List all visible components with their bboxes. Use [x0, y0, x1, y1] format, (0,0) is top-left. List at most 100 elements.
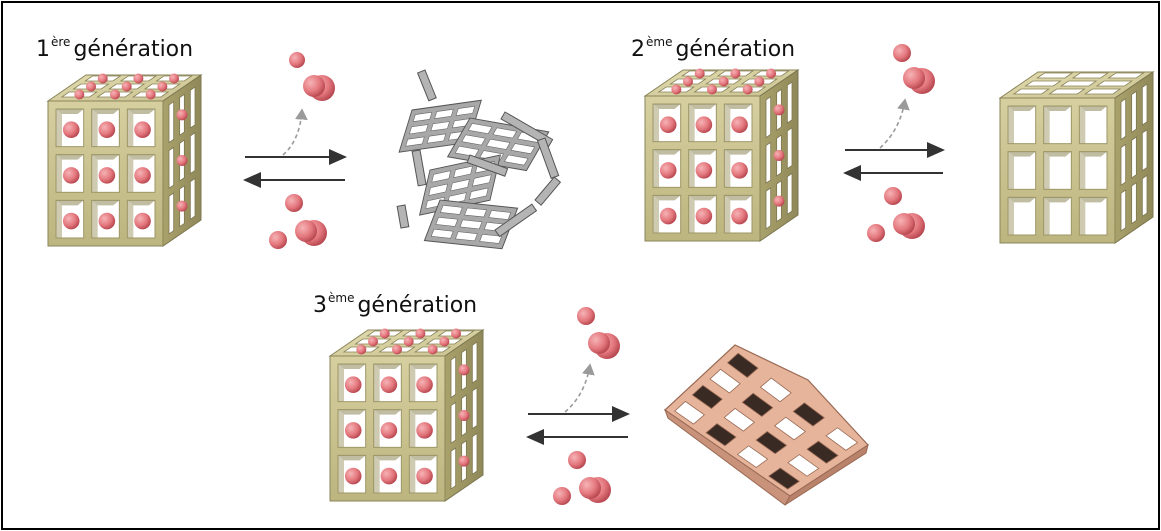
guest-molecule [568, 451, 586, 469]
guest-molecule [730, 68, 741, 79]
lattice-pore [792, 402, 825, 427]
lattice-pore [709, 368, 741, 394]
framework-rod [534, 176, 562, 206]
guest-molecule [344, 467, 362, 485]
guest-molecule [379, 328, 390, 339]
guest-molecule [451, 328, 462, 339]
guest-molecule [121, 81, 132, 92]
guest-molecule [269, 231, 287, 249]
guest-molecule [295, 220, 317, 242]
guest-molecule [97, 73, 108, 84]
empty-framework-cube-gen2 [998, 71, 1155, 244]
guest-molecule [145, 89, 156, 100]
guest-molecule [893, 44, 911, 62]
lattice-pore [759, 377, 792, 403]
generation-1-word: génération [73, 37, 194, 62]
guest-molecule [134, 167, 151, 184]
guest-molecule [695, 207, 713, 225]
guest-molecule [98, 121, 116, 139]
guest-molecules-gen3 [553, 307, 620, 505]
lattice-pore [787, 454, 820, 477]
framework-rod [494, 203, 538, 238]
guest-molecule [285, 194, 303, 212]
guest-molecule [98, 167, 116, 184]
guest-molecule [577, 307, 595, 325]
guest-molecule [867, 224, 885, 242]
lattice-pore [755, 431, 788, 455]
guest-molecule [893, 213, 915, 235]
equilibrium-arrows-gen3 [526, 363, 630, 445]
framework-cube-gen1 [46, 73, 203, 247]
guest-molecule [134, 212, 151, 230]
guest-molecule [903, 67, 925, 89]
lattice-pore [806, 440, 839, 464]
generation-1-suffix: ère [51, 35, 71, 49]
guest-molecule [458, 410, 470, 421]
guest-molecules-gen2 [867, 44, 935, 242]
guest-molecule [86, 81, 97, 92]
guest-molecule [110, 89, 120, 100]
lattice-pore [691, 384, 723, 410]
guest-molecule [62, 212, 80, 230]
guest-molecule [884, 187, 902, 205]
guest-molecule [773, 104, 785, 116]
guest-molecule [754, 76, 765, 87]
guest-molecule [683, 76, 694, 87]
guest-molecule [176, 200, 188, 212]
guest-molecule [427, 344, 438, 355]
guest-molecule [659, 207, 677, 225]
lattice-pore [705, 423, 737, 447]
generation-3-number: 3 [313, 293, 327, 318]
guest-molecule [62, 167, 80, 184]
guest-molecule [344, 376, 362, 394]
lattice-pore [768, 467, 800, 490]
generation-2-number: 2 [631, 37, 645, 62]
collapsed-framework [396, 69, 562, 250]
equilibrium-arrows-gen2 [843, 98, 945, 181]
deformed-framework [663, 344, 869, 506]
guest-molecule [344, 422, 362, 439]
framework-rod [500, 111, 554, 148]
lattice-pore [726, 352, 759, 378]
equilibrium-arrows-gen1 [243, 108, 347, 188]
guest-molecule [303, 75, 325, 97]
guest-molecule [731, 116, 748, 134]
lattice-pore [774, 416, 807, 441]
guest-molecule [707, 84, 717, 95]
guest-molecule [415, 328, 426, 339]
guest-molecule [694, 68, 705, 79]
generation-1-number: 1 [36, 37, 50, 62]
guest-molecule [176, 155, 188, 166]
guest-molecule [742, 84, 753, 95]
guest-molecule [766, 68, 777, 79]
guest-molecule [169, 73, 180, 84]
generation-3-suffix: ème [328, 291, 355, 305]
guest-molecule [773, 150, 785, 161]
framework-cube-gen2 [643, 68, 800, 242]
guest-molecule [579, 477, 601, 499]
guest-molecule [380, 422, 398, 439]
framework-rod [396, 204, 410, 229]
guest-molecule [659, 116, 677, 134]
guest-molecule [176, 109, 188, 121]
guest-molecule [74, 89, 85, 100]
guest-molecule [731, 207, 748, 225]
lattice-pore [825, 427, 859, 451]
guest-molecule [458, 455, 470, 467]
guest-molecule [157, 81, 168, 92]
guest-molecule [62, 121, 80, 139]
guest-molecule [98, 212, 116, 230]
guest-molecule [695, 162, 713, 179]
guest-molecule [403, 336, 414, 347]
guest-molecule [659, 162, 677, 179]
guest-molecule [588, 332, 610, 354]
lattice-pore [736, 445, 769, 468]
guest-molecule [416, 376, 433, 394]
guest-molecule [392, 344, 402, 355]
generation-2-word: génération [675, 37, 796, 62]
framework-rod [466, 154, 509, 177]
guest-molecule [731, 162, 748, 179]
framework-cube-gen3 [328, 328, 485, 502]
